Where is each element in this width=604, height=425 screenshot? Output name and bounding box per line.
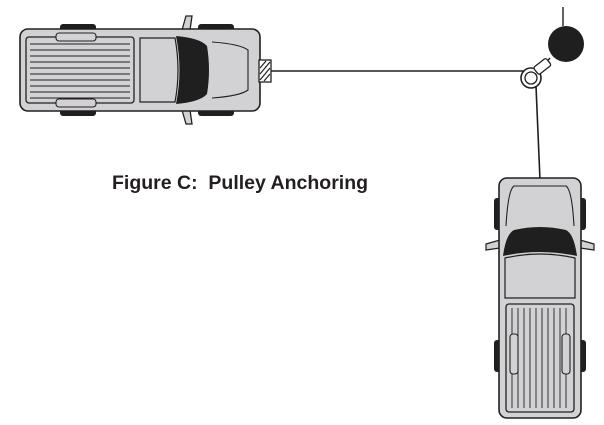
truck-hood xyxy=(505,185,575,227)
anchor-truck xyxy=(19,15,272,125)
wheel-well xyxy=(509,333,519,375)
truck-cab-roof xyxy=(504,253,576,299)
pulling-truck xyxy=(485,177,595,419)
figure-caption: Figure C: Pulley Anchoring xyxy=(112,172,369,194)
wheel-well xyxy=(55,32,97,42)
winch-cable xyxy=(271,70,541,181)
truck-cab-roof xyxy=(139,37,179,103)
truck-bed xyxy=(25,36,135,104)
truck-bed xyxy=(505,303,575,413)
side-mirror xyxy=(181,15,193,31)
side-mirror xyxy=(181,109,193,125)
wheel-well xyxy=(561,333,571,375)
wheel-well xyxy=(55,98,97,108)
truck-hood xyxy=(211,41,249,99)
snatch-block-pulley-icon xyxy=(520,58,552,89)
windshield xyxy=(503,227,577,256)
windshield xyxy=(176,36,209,104)
side-mirror xyxy=(579,239,595,251)
side-mirror xyxy=(485,239,501,251)
